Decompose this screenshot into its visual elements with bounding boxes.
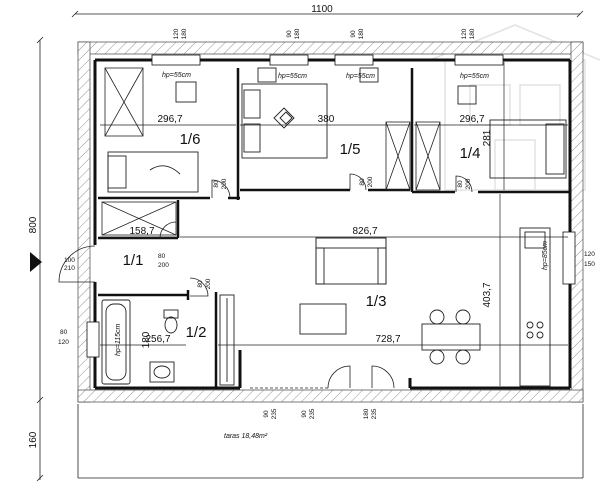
terrace [77, 404, 584, 479]
entry-door-dim-top: 100 [64, 257, 75, 264]
left-window-dim-bot: 120 [58, 339, 69, 346]
svg-text:200: 200 [205, 278, 212, 289]
toilet [163, 309, 179, 334]
sill-height-labels: hp=55cm hp=55cm hp=55cm hp=55cm hp=85cm … [115, 72, 549, 356]
svg-text:200: 200 [158, 262, 169, 269]
svg-text:90: 90 [286, 30, 293, 38]
dim-room14-width: 296,7 [459, 114, 484, 125]
entrance-arrow-icon [30, 252, 42, 272]
right-window-dim-bot: 150 [584, 261, 595, 268]
terrace-depth-label: 160 [28, 431, 39, 448]
nightstand-room-14 [457, 85, 477, 105]
overall-height-dimension [36, 36, 44, 482]
closet-hall [219, 294, 235, 386]
svg-text:180: 180 [181, 28, 188, 39]
overall-width-dimension [71, 10, 584, 18]
svg-text:80: 80 [213, 180, 220, 188]
dim-room14-depth: 281 [482, 129, 493, 146]
svg-text:hp=55cm: hp=55cm [162, 72, 191, 79]
terrace-label: taras 18,48m² [224, 433, 268, 440]
nightstands-room-15 [257, 67, 379, 83]
dining-table [421, 309, 481, 365]
double-bed-room-15 [241, 83, 328, 159]
bottom-window-dim-labels: 90 235 90 235 180 235 [263, 408, 378, 419]
right-window-dim-top: 120 [584, 251, 595, 258]
svg-text:80: 80 [158, 253, 166, 260]
svg-text:90: 90 [301, 410, 308, 418]
dim-hall-width: 158,7 [129, 226, 154, 237]
wardrobe-outlines [101, 67, 441, 236]
dimension-lines [100, 62, 568, 386]
door-swings [58, 173, 473, 389]
bed-room-14 [489, 119, 567, 179]
left-window-dim-top: 80 [60, 329, 68, 336]
overall-height-label: 800 [28, 216, 39, 233]
svg-text:hp=55cm: hp=55cm [346, 73, 375, 80]
svg-text:hp=85cm: hp=85cm [542, 241, 549, 270]
room-label-12: 1/2 [186, 324, 207, 341]
top-windows [86, 54, 576, 358]
svg-text:200: 200 [367, 176, 374, 187]
wall-insulation [77, 41, 584, 403]
svg-text:120: 120 [173, 28, 180, 39]
door-dimension-labels: 80 200 80 200 80 200 80 200 80 200 [158, 176, 472, 289]
dim-living-width: 826,7 [352, 226, 377, 237]
dim-bath-width: 256,7 [145, 334, 170, 345]
room-label-15: 1/5 [340, 141, 361, 158]
coffee-table [299, 303, 347, 335]
room-label-11: 1/1 [123, 252, 144, 269]
svg-text:hp=55cm: hp=55cm [460, 73, 489, 80]
overall-width-label: 1100 [311, 4, 333, 15]
svg-text:80: 80 [359, 178, 366, 186]
svg-text:180: 180 [294, 28, 301, 39]
svg-text:235: 235 [309, 408, 316, 419]
svg-text:235: 235 [371, 408, 378, 419]
room-label-16: 1/6 [180, 131, 201, 148]
kitchen-counter [519, 227, 551, 387]
dim-living-lower: 728,7 [375, 334, 400, 345]
entry-door-dim-bot: 210 [64, 265, 75, 272]
svg-text:235: 235 [271, 408, 278, 419]
svg-text:90: 90 [350, 30, 357, 38]
svg-text:180: 180 [469, 28, 476, 39]
svg-text:180: 180 [358, 28, 365, 39]
svg-text:hp=115cm: hp=115cm [115, 323, 122, 356]
washbasin [149, 361, 175, 383]
dim-room16-width: 296,7 [157, 114, 182, 125]
room-label-13: 1/3 [366, 293, 387, 310]
svg-text:90: 90 [263, 410, 270, 418]
svg-text:200: 200 [465, 178, 472, 189]
window-dimension-labels: 120 180 90 180 90 180 120 180 [173, 28, 476, 39]
svg-text:120: 120 [461, 28, 468, 39]
svg-text:180: 180 [363, 408, 370, 419]
bathtub [101, 299, 131, 385]
dim-living-depth: 403,7 [482, 282, 493, 307]
dim-bath-depth: 180 [141, 331, 152, 348]
nightstand-room-16 [175, 81, 197, 103]
sofa [315, 237, 387, 285]
bed-room-16 [107, 151, 199, 193]
svg-text:80: 80 [197, 280, 204, 288]
svg-text:200: 200 [221, 178, 228, 189]
svg-text:80: 80 [457, 180, 464, 188]
svg-text:hp=55cm: hp=55cm [278, 73, 307, 80]
dim-room15-width: 380 [318, 114, 335, 125]
room-label-14: 1/4 [460, 145, 481, 162]
